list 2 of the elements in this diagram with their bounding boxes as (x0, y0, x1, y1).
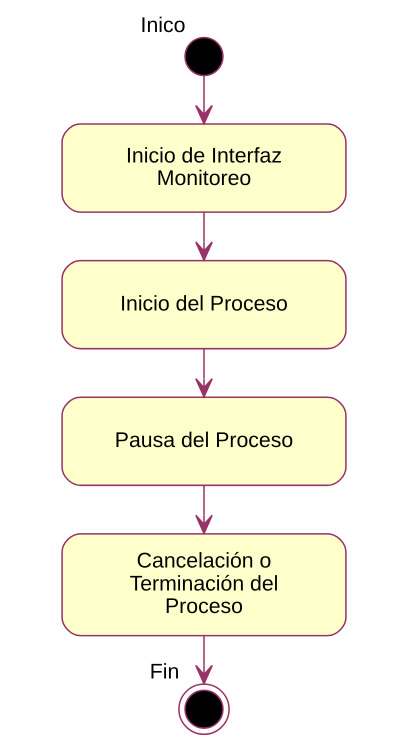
node-label: Fin (150, 659, 180, 684)
node-label: Inico (140, 12, 186, 37)
